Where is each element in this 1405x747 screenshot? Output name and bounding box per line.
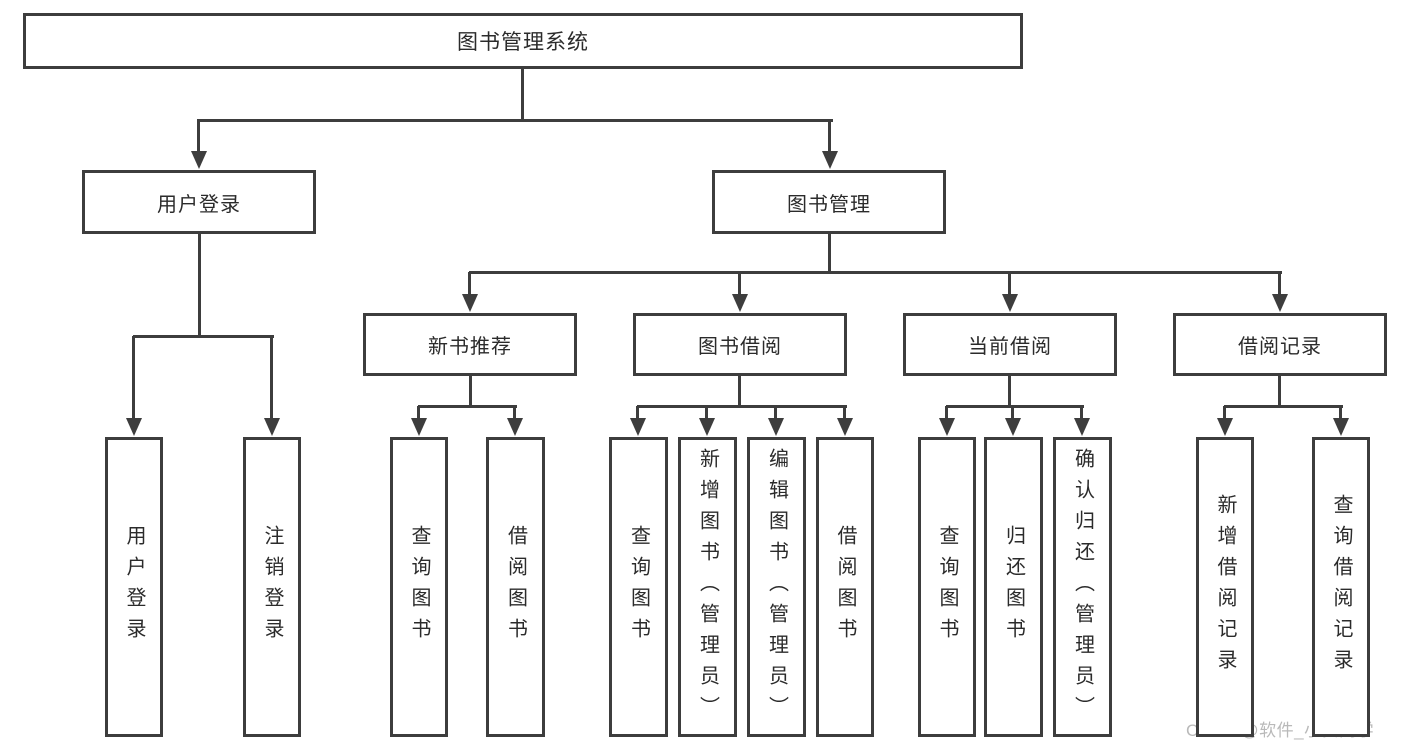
arrow-down-icon xyxy=(462,294,478,312)
node-borrow-records: 借阅记录 xyxy=(1173,313,1387,376)
connector-arrow-stem xyxy=(132,336,135,420)
node-label: 当前借阅 xyxy=(968,336,1052,358)
connector-arrow-stem xyxy=(417,406,420,420)
node-label: 查询借阅记录 xyxy=(1330,494,1352,680)
connector-arrow-stem xyxy=(1080,406,1083,420)
connector-arrow-stem xyxy=(738,272,741,296)
arrow-down-icon xyxy=(699,418,715,436)
node-label: 查询图书 xyxy=(627,525,650,649)
node-new-book-recommend: 新书推荐 xyxy=(363,313,577,376)
connector-line xyxy=(198,234,201,338)
arrow-down-icon xyxy=(411,418,427,436)
node-label: 新增借阅记录 xyxy=(1214,494,1236,680)
node-label: 新增图书（管理员） xyxy=(696,447,719,727)
connector-line xyxy=(1224,405,1343,408)
connector-line xyxy=(418,405,517,408)
arrow-down-icon xyxy=(732,294,748,312)
node-user-login-group: 用户登录 xyxy=(82,170,316,234)
connector-arrow-stem xyxy=(843,406,846,420)
arrow-down-icon xyxy=(837,418,853,436)
node-leaf-query-book-3: 查询图书 xyxy=(918,437,976,737)
connector-arrow-stem xyxy=(1223,406,1226,420)
node-label: 注销登录 xyxy=(261,525,283,649)
connector-line xyxy=(828,234,831,274)
connector-arrow-stem xyxy=(1008,272,1011,296)
arrow-down-icon xyxy=(1002,294,1018,312)
node-book-management: 图书管理 xyxy=(712,170,946,234)
node-leaf-add-borrow-record: 新增借阅记录 xyxy=(1196,437,1254,737)
node-label: 图书管理系统 xyxy=(457,31,589,54)
arrow-down-icon xyxy=(822,151,838,169)
connector-line xyxy=(521,69,524,120)
connector-line xyxy=(198,119,833,122)
node-label: 确认归还（管理员） xyxy=(1071,447,1094,727)
arrow-down-icon xyxy=(126,418,142,436)
connector-line xyxy=(946,405,1084,408)
node-leaf-user-login: 用户登录 xyxy=(105,437,163,737)
node-label: 借阅图书 xyxy=(504,525,527,649)
node-label: 图书借阅 xyxy=(698,336,782,358)
connector-arrow-stem xyxy=(945,406,948,420)
connector-arrow-stem xyxy=(270,336,273,420)
connector-line xyxy=(1008,376,1011,408)
node-label: 新书推荐 xyxy=(428,336,512,358)
node-leaf-confirm-return-admin: 确认归还（管理员） xyxy=(1053,437,1112,737)
node-leaf-query-borrow-record: 查询借阅记录 xyxy=(1312,437,1370,737)
node-label: 查询图书 xyxy=(408,525,430,649)
arrow-down-icon xyxy=(1333,418,1349,436)
arrow-down-icon xyxy=(507,418,523,436)
node-leaf-borrow-book-1: 借阅图书 xyxy=(486,437,545,737)
node-leaf-logout: 注销登录 xyxy=(243,437,301,737)
node-label: 借阅记录 xyxy=(1238,336,1322,358)
node-leaf-query-book-2: 查询图书 xyxy=(609,437,668,737)
connector-arrow-stem xyxy=(1339,406,1342,420)
connector-arrow-stem xyxy=(1011,406,1014,420)
node-leaf-edit-book-admin: 编辑图书（管理员） xyxy=(747,437,806,737)
connector-line xyxy=(1278,376,1281,408)
connector-line xyxy=(469,376,472,408)
arrow-down-icon xyxy=(630,418,646,436)
arrow-down-icon xyxy=(264,418,280,436)
connector-line xyxy=(469,271,1282,274)
node-label: 归还图书 xyxy=(1002,525,1025,649)
connector-arrow-stem xyxy=(705,406,708,420)
arrow-down-icon xyxy=(1217,418,1233,436)
connector-line xyxy=(133,335,274,338)
connector-arrow-stem xyxy=(636,406,639,420)
node-label: 借阅图书 xyxy=(834,525,856,649)
arrow-down-icon xyxy=(939,418,955,436)
node-leaf-borrow-book-2: 借阅图书 xyxy=(816,437,874,737)
node-current-borrowing: 当前借阅 xyxy=(903,313,1117,376)
connector-arrow-stem xyxy=(513,406,516,420)
node-leaf-query-book-1: 查询图书 xyxy=(390,437,448,737)
node-label: 图书管理 xyxy=(787,193,871,216)
arrow-down-icon xyxy=(191,151,207,169)
arrow-down-icon xyxy=(1074,418,1090,436)
node-leaf-return-book: 归还图书 xyxy=(984,437,1043,737)
arrow-down-icon xyxy=(1272,294,1288,312)
node-label: 用户登录 xyxy=(123,525,145,649)
arrow-down-icon xyxy=(1005,418,1021,436)
node-book-borrowing: 图书借阅 xyxy=(633,313,847,376)
connector-arrow-stem xyxy=(468,272,471,296)
connector-arrow-stem xyxy=(774,406,777,420)
connector-line xyxy=(637,405,847,408)
node-label: 用户登录 xyxy=(157,193,241,216)
connector-arrow-stem xyxy=(1278,272,1281,296)
arrow-down-icon xyxy=(768,418,784,436)
connector-line xyxy=(738,376,741,408)
node-label: 编辑图书（管理员） xyxy=(765,447,788,727)
connector-arrow-stem xyxy=(197,119,200,153)
node-label: 查询图书 xyxy=(936,525,958,649)
node-root: 图书管理系统 xyxy=(23,13,1023,69)
node-leaf-add-book-admin: 新增图书（管理员） xyxy=(678,437,737,737)
connector-arrow-stem xyxy=(828,119,831,153)
